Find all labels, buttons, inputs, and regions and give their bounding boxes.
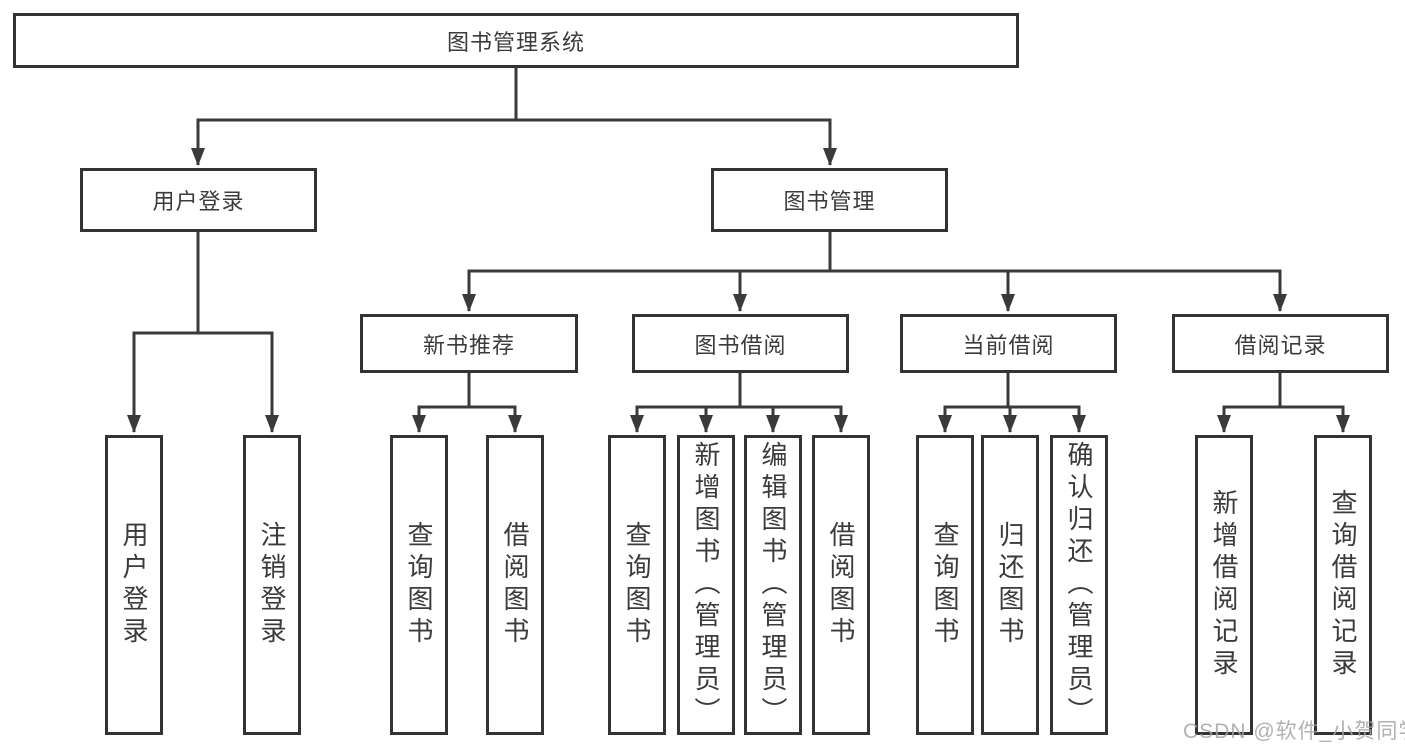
node-label: 图书管理系统: [446, 29, 585, 55]
leaf-edit-books-admin: 编辑图书（管理员）: [744, 435, 802, 735]
node-label: 查询借阅记录: [1328, 489, 1358, 681]
node-label: 查询图书: [404, 521, 434, 649]
leaf-return-books: 归还图书: [981, 435, 1039, 735]
leaf-logout: 注销登录: [243, 435, 301, 735]
node-new-book-recommend: 新书推荐: [360, 314, 578, 373]
node-label: 编辑图书（管理员）: [758, 441, 788, 729]
node-current-borrow: 当前借阅: [900, 314, 1117, 373]
node-label: 新书推荐: [422, 332, 515, 358]
leaf-confirm-return-admin: 确认归还（管理员）: [1050, 435, 1108, 735]
node-book-borrow: 图书借阅: [632, 314, 849, 373]
node-borrow-records: 借阅记录: [1172, 314, 1389, 373]
node-label: 借阅图书: [500, 521, 530, 649]
node-label: 借阅记录: [1234, 332, 1327, 358]
node-book-management: 图书管理: [711, 168, 948, 232]
node-label: 借阅图书: [826, 521, 856, 649]
node-label: 新增借阅记录: [1209, 489, 1239, 681]
leaf-query-books: 查询图书: [916, 435, 974, 735]
node-label: 新增图书（管理员）: [691, 441, 721, 729]
node-label: 查询图书: [622, 521, 652, 649]
leaf-query-books: 查询图书: [390, 435, 448, 735]
node-label: 查询图书: [930, 521, 960, 649]
node-label: 确认归还（管理员）: [1064, 441, 1094, 729]
node-library-management-system: 图书管理系统: [13, 13, 1019, 68]
node-label: 当前借阅: [962, 332, 1055, 358]
node-label: 注销登录: [257, 521, 287, 649]
leaf-query-borrow-record: 查询借阅记录: [1314, 435, 1372, 735]
leaf-borrow-books: 借阅图书: [812, 435, 870, 735]
node-label: 图书借阅: [694, 332, 787, 358]
leaf-borrow-books: 借阅图书: [486, 435, 544, 735]
leaf-add-borrow-record: 新增借阅记录: [1195, 435, 1253, 735]
csdn-watermark: CSDN @软件_小贺同学: [1183, 720, 1405, 743]
leaf-user-login: 用户登录: [105, 435, 163, 735]
leaf-add-books-admin: 新增图书（管理员）: [677, 435, 735, 735]
node-label: 用户登录: [152, 189, 245, 214]
leaf-query-books: 查询图书: [608, 435, 666, 735]
node-user-login: 用户登录: [80, 168, 317, 232]
node-label: 用户登录: [119, 521, 149, 649]
node-label: 图书管理: [783, 189, 876, 214]
node-label: 归还图书: [995, 521, 1025, 649]
